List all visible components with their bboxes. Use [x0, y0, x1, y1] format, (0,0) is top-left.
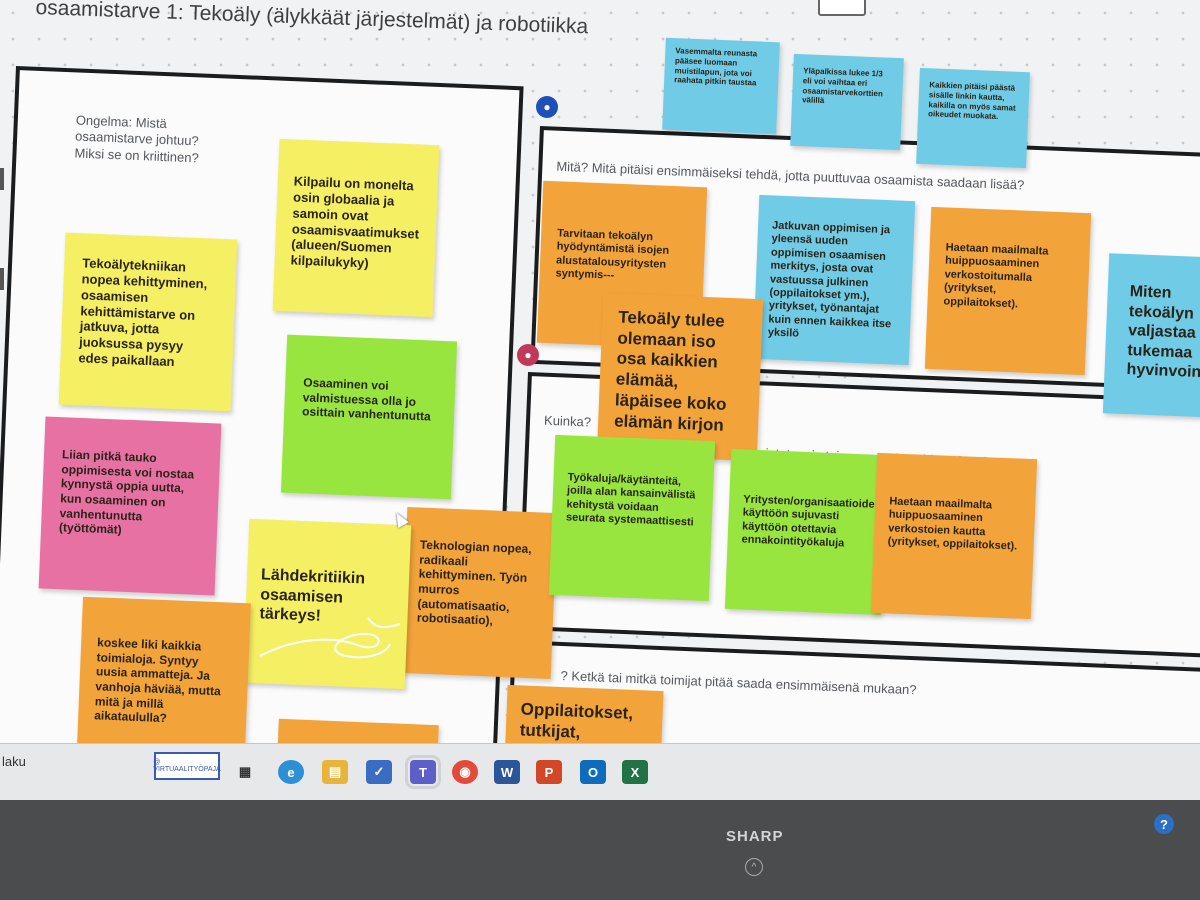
- chrome-icon[interactable]: ◉: [452, 760, 478, 784]
- sticky-note-text: Jatkuvan oppimisen ja yleensä uuden oppi…: [767, 219, 892, 340]
- instruction-note[interactable]: Kaikkien pitäisi päästä sisälle linkin k…: [916, 67, 1030, 169]
- window-thumbnail[interactable]: @ VIRTUAALITYÖPAJA: [153, 752, 221, 780]
- tasks-app-icon[interactable]: ✓: [366, 760, 392, 784]
- frame-pin-icon[interactable]: ●: [517, 344, 539, 366]
- frame-pin-icon[interactable]: ●: [536, 96, 558, 118]
- sticky-note-text: Yritysten/organisaatioiden käyttöön suju…: [741, 493, 882, 550]
- frame-how-label-left: Kuinka?: [543, 412, 592, 430]
- taskbar: laku @ VIRTUAALITYÖPAJA ▦ e ▤ ✓ T ◉ W P …: [0, 743, 1200, 800]
- sticky-note-text: Haetaan maailmalta huippuosaaminen verko…: [943, 241, 1049, 311]
- help-icon[interactable]: ?: [1154, 814, 1174, 834]
- sticky-note-text: Haetaan maailmalta huippuosaaminen verko…: [887, 495, 1018, 553]
- sticky-note-text: Kilpailu on monelta osin globaalia ja sa…: [290, 173, 420, 271]
- whiteboard-canvas[interactable]: osaamistarve 1: Tekoäly (älykkäät järjes…: [0, 0, 1200, 745]
- instruction-note[interactable]: Yläpalkissa lukee 1/3 eli voi vaihtaa er…: [790, 53, 904, 151]
- sticky-note-text: Oppilaitokset, tutkijat,: [519, 699, 634, 742]
- powerpoint-icon[interactable]: P: [536, 760, 562, 784]
- sticky-note[interactable]: Jatkuvan oppimisen ja yleensä uuden oppi…: [752, 194, 916, 366]
- search-box[interactable]: laku: [2, 754, 26, 769]
- sticky-note[interactable]: Miten tekoälyn valjastaa tukemaa hyvinvo…: [1102, 253, 1200, 419]
- sticky-note-text: Osaaminen voi valmistuessa olla jo ositt…: [301, 375, 432, 424]
- instruction-note[interactable]: Vasemmalta reunasta pääsee luomaan muist…: [662, 37, 780, 135]
- word-icon[interactable]: W: [494, 760, 520, 784]
- teams-icon[interactable]: T: [405, 755, 441, 789]
- instruction-note-text: Vasemmalta reunasta pääsee luomaan muist…: [674, 46, 758, 88]
- sticky-note[interactable]: Haetaan maailmalta huippuosaaminen verko…: [870, 452, 1038, 620]
- left-toolbar-edge[interactable]: [0, 268, 4, 290]
- sticky-note[interactable]: Tekoäly tulee olemaan iso osa kaikkien e…: [596, 292, 764, 462]
- handwritten-scribble: [259, 617, 400, 659]
- screen: osaamistarve 1: Tekoäly (älykkäät järjes…: [0, 0, 1200, 800]
- outlook-icon[interactable]: O: [580, 760, 606, 784]
- board-menu-icon[interactable]: [818, 0, 866, 16]
- sticky-note-text: Teknologian nopea, radikaali kehittymine…: [416, 537, 532, 628]
- left-toolbar-edge[interactable]: [0, 168, 4, 190]
- sticky-note[interactable]: Yritysten/organisaatioiden käyttöön suju…: [724, 448, 888, 616]
- sticky-note[interactable]: Osaaminen voi valmistuessa olla jo ositt…: [280, 334, 458, 500]
- sticky-note[interactable]: Työkaluja/käytänteitä, joilla alan kansa…: [548, 434, 716, 602]
- sticky-note[interactable]: Liian pitkä tauko oppimisesta voi nostaa…: [38, 416, 222, 596]
- edge-browser-icon[interactable]: e: [278, 760, 304, 784]
- monitor-power-icon[interactable]: ^: [745, 858, 763, 876]
- sticky-note-text: koskee liki kaikkia toimialoja. Syntyy u…: [94, 635, 222, 726]
- monitor-brand-logo: SHARP: [726, 828, 784, 845]
- page-title: osaamistarve 1: Tekoäly (älykkäät järjes…: [35, 0, 589, 39]
- sticky-note-text: Miten tekoälyn valjastaa tukemaa hyvinvo…: [1126, 283, 1200, 382]
- sticky-note[interactable]: Teknologian nopea, radikaali kehittymine…: [400, 507, 558, 679]
- file-explorer-icon[interactable]: ▤: [322, 760, 348, 784]
- sticky-note-text: Työkaluja/käytänteitä, joilla alan kansa…: [565, 471, 696, 529]
- sticky-note[interactable]: koskee liki kaikkia toimialoja. Syntyy u…: [77, 596, 251, 745]
- sticky-note[interactable]: Haetaan maailmalta huippuosaaminen verko…: [924, 206, 1092, 376]
- sticky-note[interactable]: Tekoälytekniikan nopea kehittyminen, osa…: [58, 232, 238, 412]
- sticky-note[interactable]: Kilpailu on monelta osin globaalia ja sa…: [272, 138, 440, 318]
- sticky-note-text: Liian pitkä tauko oppimisesta voi nostaa…: [58, 447, 195, 537]
- instruction-note-text: Yläpalkissa lukee 1/3 eli voi vaihtaa er…: [801, 66, 884, 106]
- task-view-icon[interactable]: ▦: [238, 764, 252, 779]
- frame-problem-label: Ongelma: Mistä osaamistarve johtuu? Miks…: [74, 112, 200, 165]
- sticky-note-text: Tekoälytekniikan nopea kehittyminen, osa…: [78, 255, 208, 370]
- sticky-note-text: Tekoäly tulee olemaan iso osa kaikkien e…: [613, 307, 727, 435]
- sticky-note-text: Tarvitaan tekoälyn hyödyntämistä isojen …: [555, 227, 670, 282]
- instruction-note-text: Kaikkien pitäisi päästä sisälle linkin k…: [927, 80, 1016, 122]
- sticky-note[interactable]: Oppilaitokset, tutkijat,: [504, 684, 664, 745]
- excel-icon[interactable]: X: [622, 760, 648, 784]
